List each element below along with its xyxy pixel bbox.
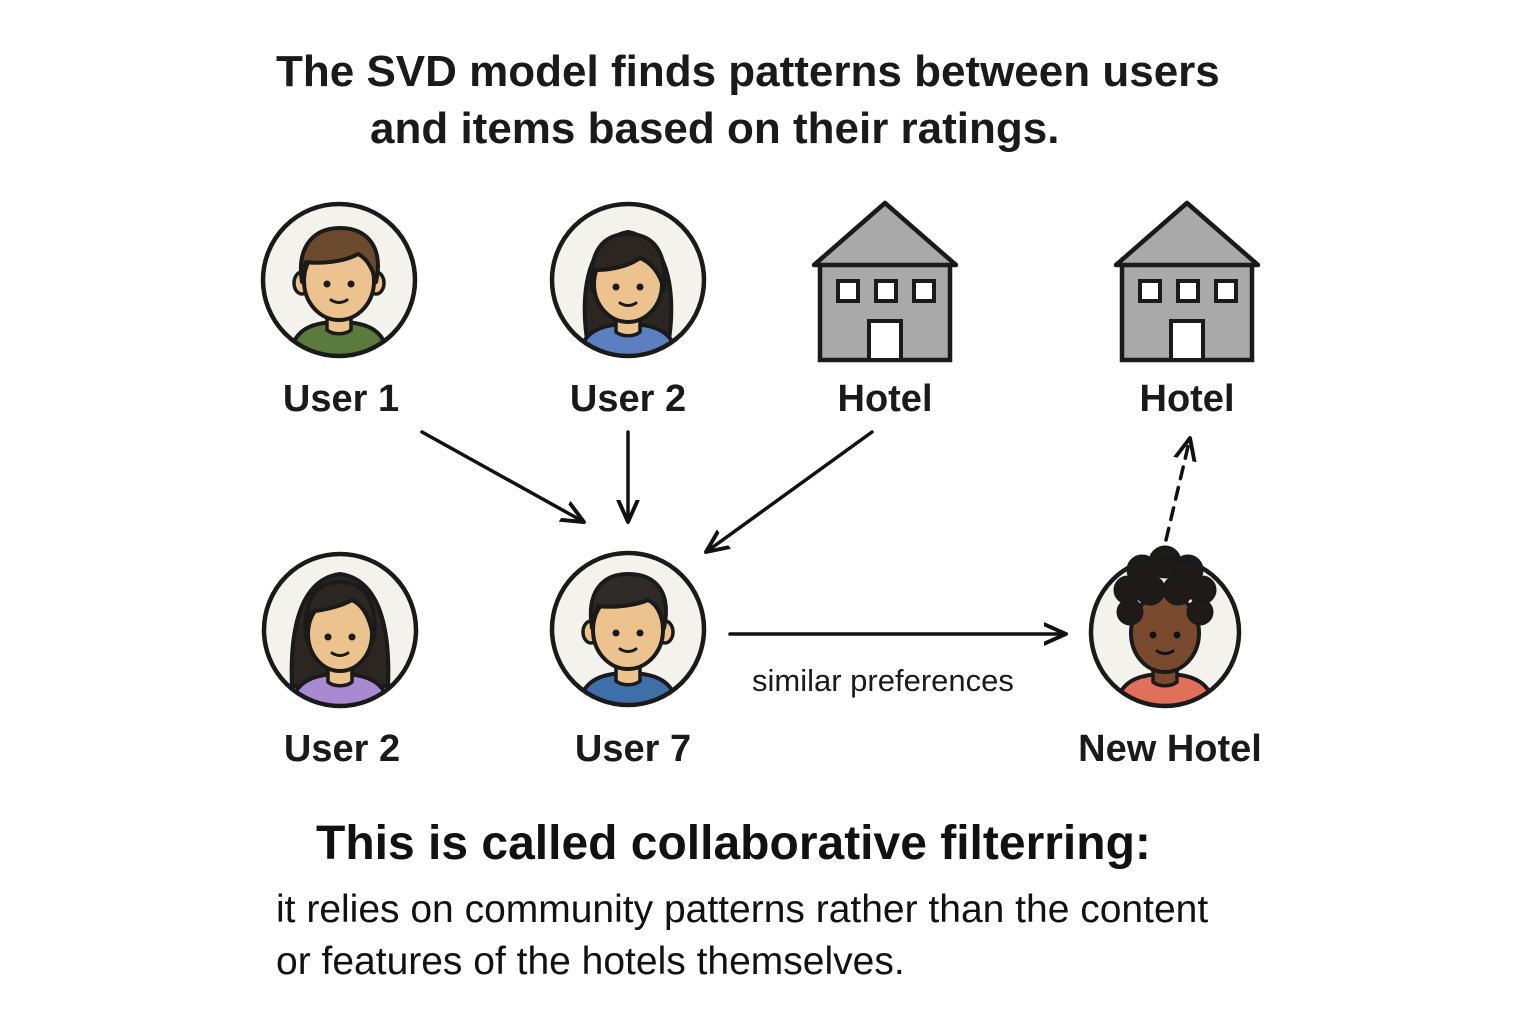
dashed-arrow-new-hotel-to-hotel	[1164, 438, 1190, 542]
title-line-1: The SVD model finds patterns between use…	[276, 47, 1220, 96]
user-2-avatar-icon	[549, 201, 707, 359]
new-hotel-avatar-icon	[1088, 545, 1242, 709]
edge-label-similar-preferences: similar preferences	[752, 663, 1014, 698]
label-user-1: User 1	[282, 378, 400, 420]
label-new-hotel: New Hotel	[1078, 728, 1262, 770]
user-7-avatar-icon	[549, 550, 707, 708]
footer-line-2: or features of the hotels themselves.	[276, 940, 905, 983]
user-2-bottom-avatar-icon	[261, 551, 419, 709]
footer-line-1: it relies on community patterns rather t…	[276, 888, 1209, 931]
label-hotel-1: Hotel	[837, 378, 933, 420]
hotel-2-building-icon	[1113, 200, 1261, 363]
footer-heading: This is called collaborative filterring:	[316, 817, 1151, 870]
label-user-2-top: User 2	[569, 378, 687, 420]
hotel-1-building-icon	[811, 200, 959, 363]
arrow-user1-to-user7	[420, 430, 584, 522]
arrow-hotel-to-user7	[706, 430, 874, 552]
label-user-7: User 7	[574, 728, 692, 770]
label-hotel-2: Hotel	[1139, 378, 1235, 420]
label-user-2-bottom: User 2	[283, 728, 401, 770]
title-line-2: and items based on their ratings.	[370, 104, 1060, 153]
user-1-avatar-icon	[260, 201, 418, 359]
footer-description: it relies on community patterns rather t…	[276, 884, 1208, 988]
